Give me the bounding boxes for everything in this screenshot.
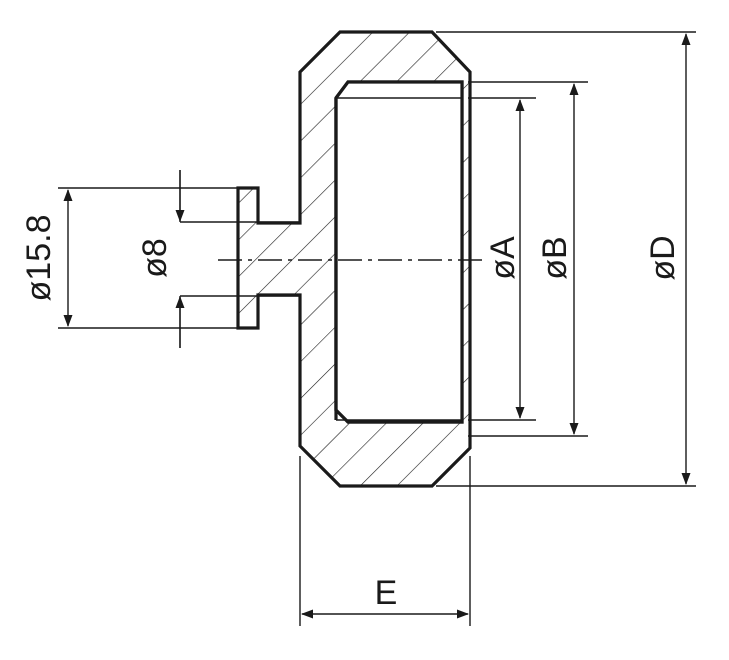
label-bore-diameter-b: øB [536,236,574,279]
label-body-width-e: E [375,574,398,612]
label-stem-flange-diameter: ø15.8 [20,215,58,302]
bore-cavity [334,80,464,424]
part-section [236,30,472,488]
label-bore-diameter-a: øA [484,236,522,280]
dimension-lines [63,33,691,619]
label-outer-diameter-d: øD [644,235,682,280]
label-stem-diameter: ø8 [136,238,174,278]
